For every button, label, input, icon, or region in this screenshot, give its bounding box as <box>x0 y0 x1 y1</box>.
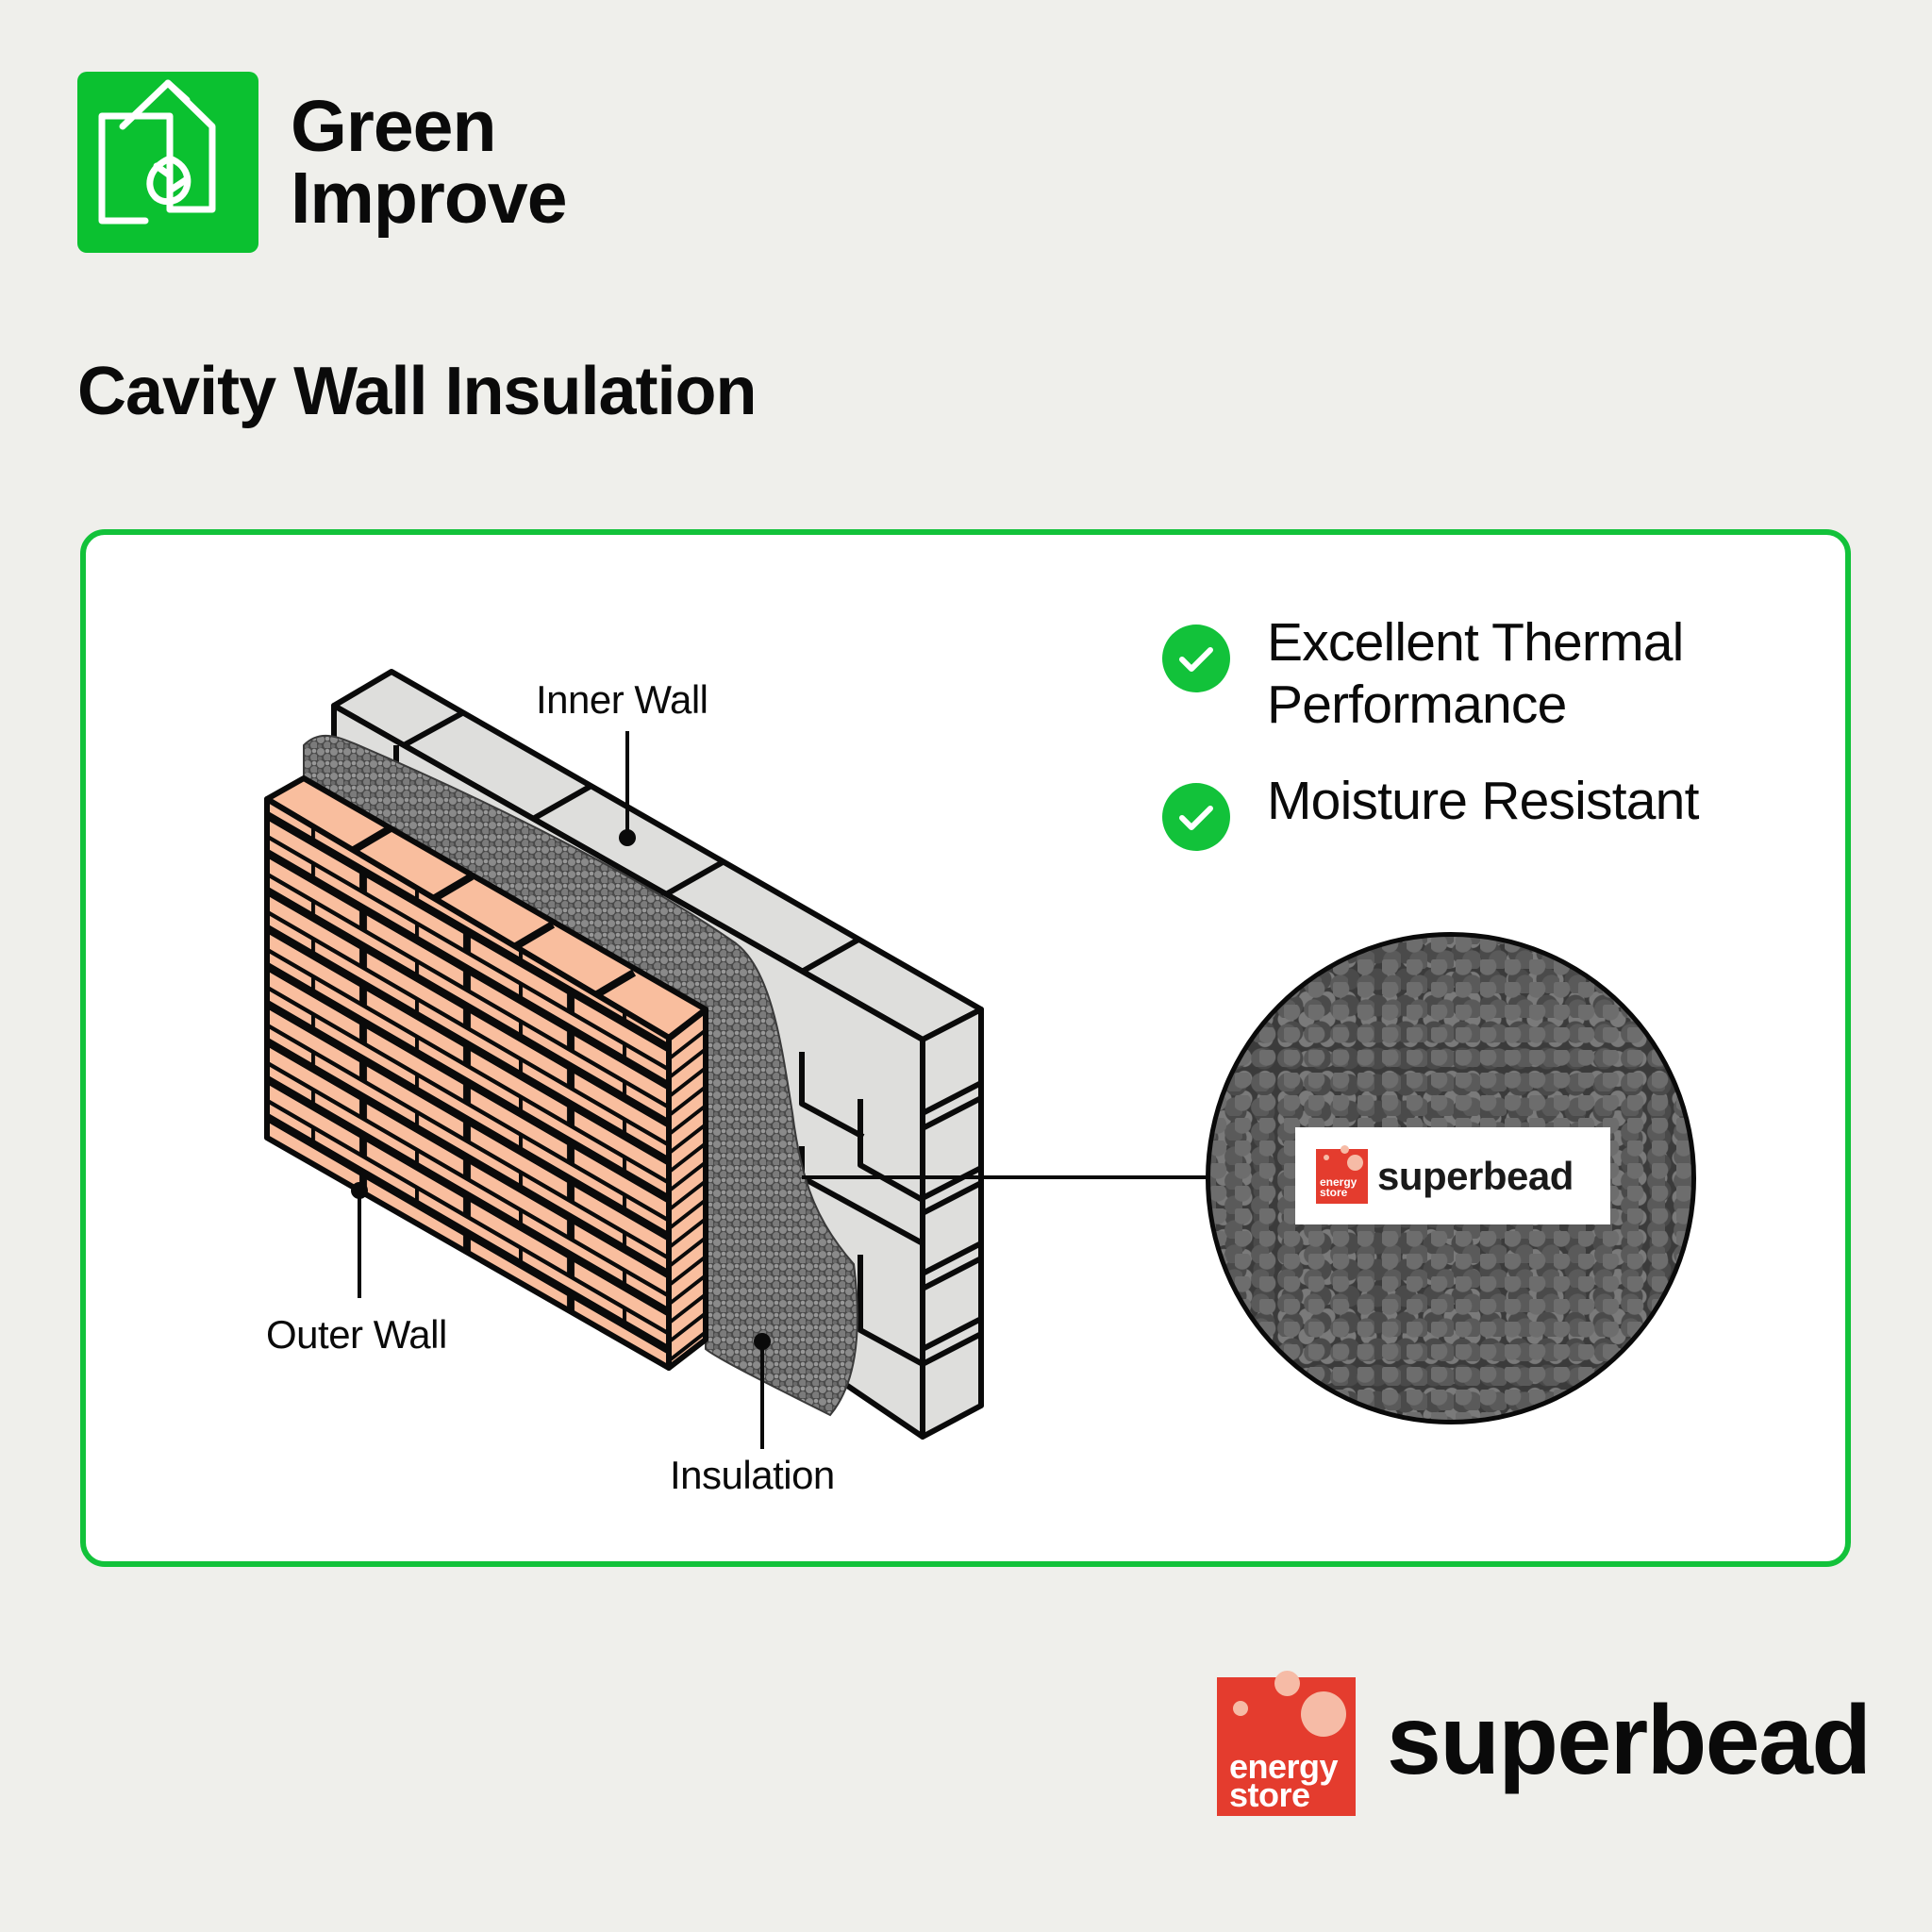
bubble-icon <box>1233 1701 1248 1716</box>
partner-name: energy <box>1229 1747 1339 1786</box>
label-insulation: Insulation <box>670 1453 835 1497</box>
brand-wordmark: Green Improve <box>291 86 568 239</box>
partner-name: store <box>1320 1185 1348 1199</box>
superbead-wordmark: superbead <box>1387 1686 1872 1795</box>
feature-text: Excellent Thermal Performance <box>1267 611 1684 736</box>
check-circle-icon <box>1162 783 1230 851</box>
check-circle-icon <box>1162 625 1230 692</box>
energy-store-logo: energy store <box>1217 1671 1356 1816</box>
house-leaf-icon <box>98 79 216 225</box>
feature-line: Excellent Thermal <box>1267 612 1684 673</box>
feature-moisture: Moisture Resistant <box>1162 771 1699 851</box>
bubble-icon <box>1274 1671 1300 1696</box>
partner-name: energy <box>1320 1174 1357 1189</box>
label-inner-wall: Inner Wall <box>536 677 708 722</box>
page-title: Cavity Wall Insulation <box>77 354 757 429</box>
bubble-icon <box>1301 1691 1346 1737</box>
brand-name-line2: Improve <box>291 158 568 239</box>
partner-name: store <box>1229 1775 1310 1814</box>
feature-line: Performance <box>1267 675 1567 735</box>
brand-name-line1: Green <box>291 86 497 167</box>
green-improve-logo <box>77 72 258 253</box>
feature-text: Moisture Resistant <box>1267 770 1699 832</box>
feature-thermal: Excellent Thermal Performance <box>1162 612 1684 736</box>
feature-line: Moisture Resistant <box>1267 771 1699 831</box>
product-name: superbead <box>1377 1153 1574 1198</box>
label-outer-wall: Outer Wall <box>266 1312 447 1357</box>
bead-closeup-image <box>1206 932 1696 1424</box>
energy-store-logo-small: energy store <box>1316 1144 1368 1204</box>
product-callout-label: energy store superbead <box>1295 1127 1610 1224</box>
